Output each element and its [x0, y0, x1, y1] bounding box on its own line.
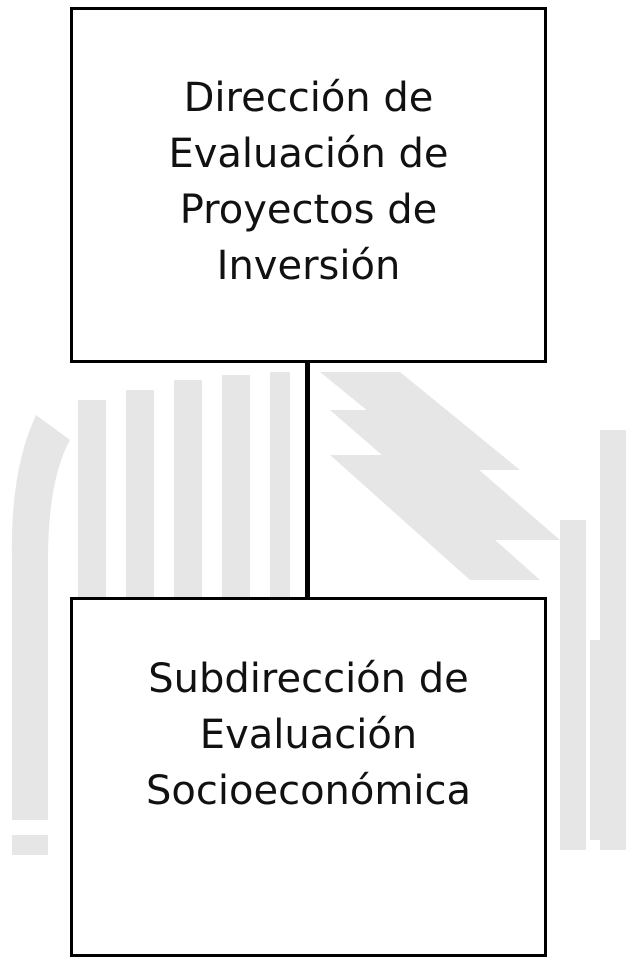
connector-line — [305, 362, 310, 598]
child-node: Subdirección de Evaluación Socioeconómic… — [70, 597, 547, 957]
child-node-label: Subdirección de Evaluación Socioeconómic… — [146, 656, 471, 814]
parent-node: Dirección de Evaluación de Proyectos de … — [70, 7, 547, 363]
parent-node-label: Dirección de Evaluación de Proyectos de … — [168, 75, 449, 289]
